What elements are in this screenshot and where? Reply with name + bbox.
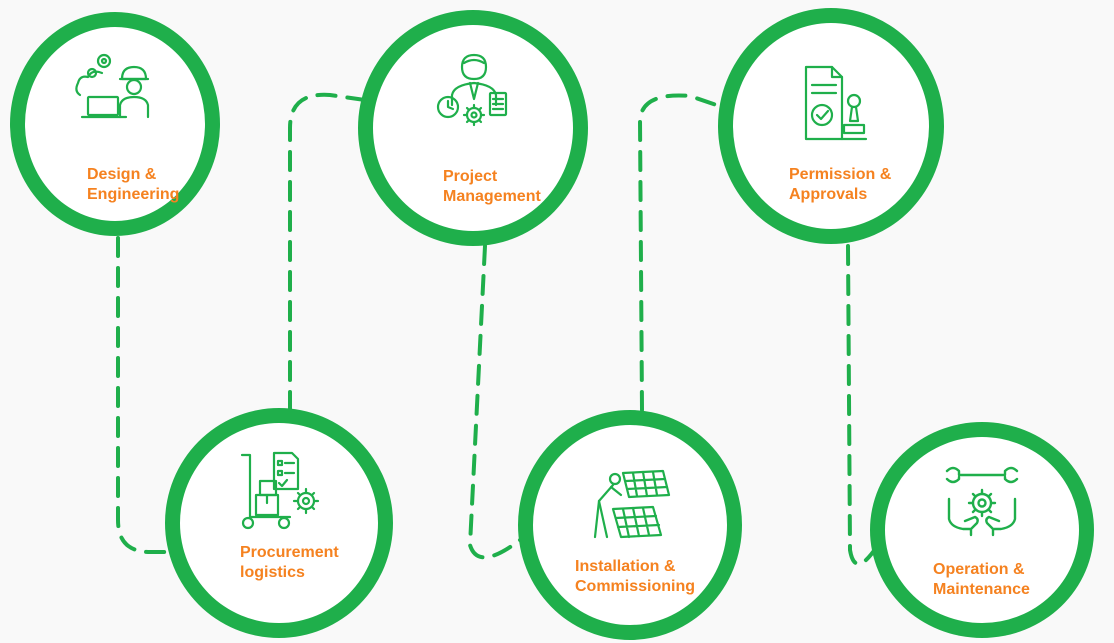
maintenance-wrench-icon xyxy=(945,466,1019,537)
solar-installer-icon xyxy=(593,469,671,539)
step-operation-maintenance: Operation & Maintenance xyxy=(870,422,1094,638)
project-manager-icon xyxy=(436,53,508,127)
procurement-cart-icon xyxy=(240,451,320,530)
connector-installation-to-permission xyxy=(637,93,727,412)
step-permission-approvals: Permission & Approvals xyxy=(718,8,944,244)
step-label: Operation & Maintenance xyxy=(933,561,1030,598)
connector-design-to-procurement xyxy=(116,236,172,554)
step-label: Design & Engineering xyxy=(87,166,180,203)
step-design-engineering: Design & Engineering xyxy=(10,12,220,236)
step-label: Procurement logistics xyxy=(240,544,339,581)
connector-project-to-installation xyxy=(467,244,522,560)
engineer-laptop-icon xyxy=(75,53,150,119)
step-label: Permission & Approvals xyxy=(789,166,892,203)
step-installation-commissioning: Installation & Commissioning xyxy=(518,410,742,640)
step-label: Installation & Commissioning xyxy=(575,558,696,595)
connector-procurement-to-project xyxy=(288,92,367,412)
step-procurement-logistics: Procurement logistics xyxy=(165,408,393,638)
approval-stamp-icon xyxy=(804,65,868,141)
step-label: Project Management xyxy=(443,168,541,205)
step-project-management: Project Management xyxy=(358,10,588,246)
